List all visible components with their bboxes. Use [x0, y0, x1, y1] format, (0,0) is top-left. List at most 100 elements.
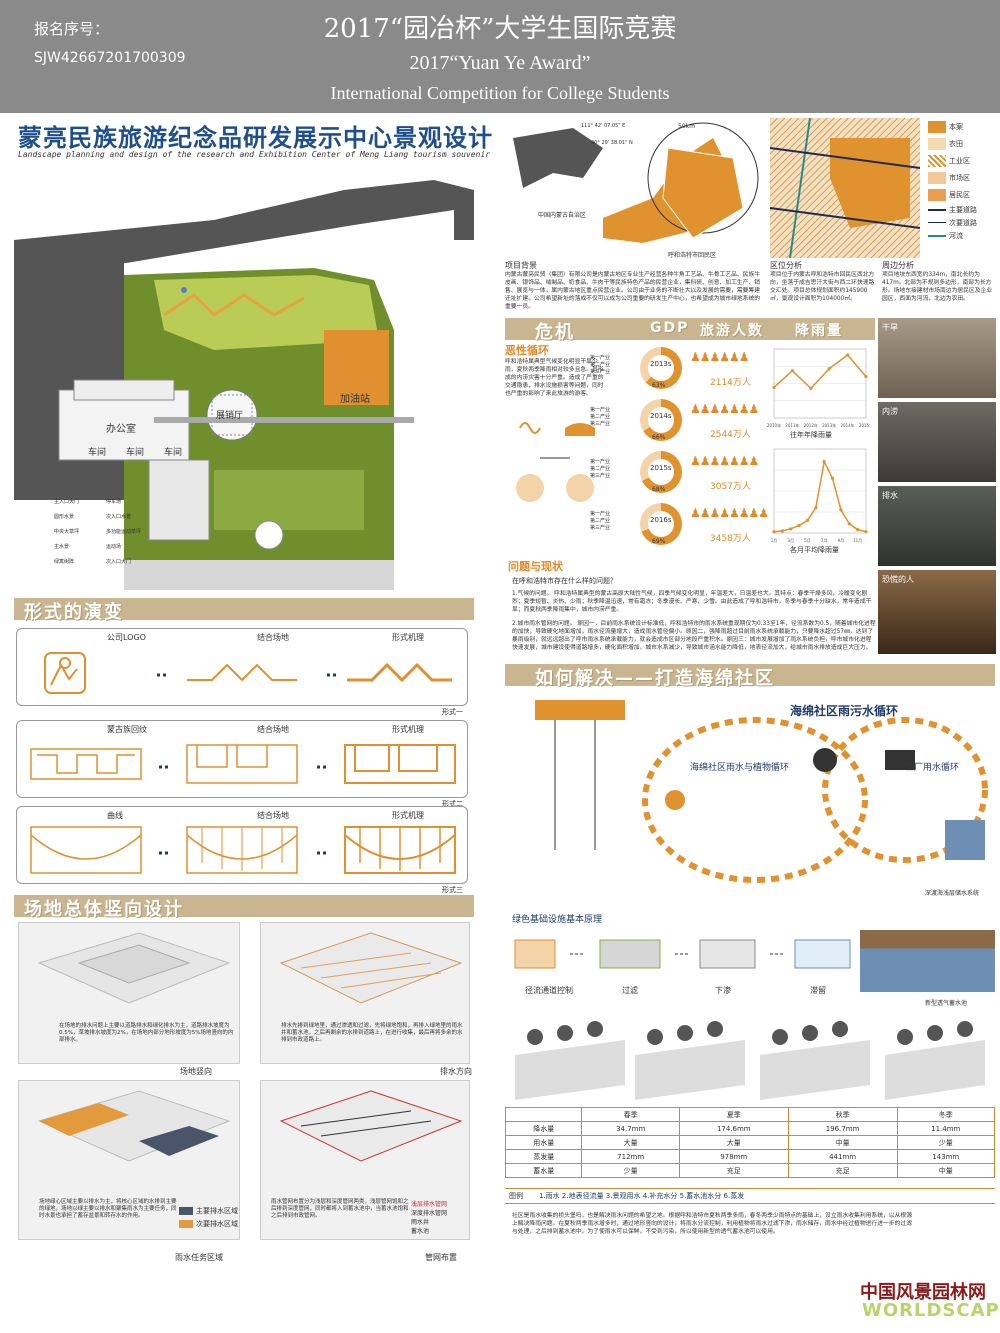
iso-legend-4: 浅层排水管网 深度排水管网 雨水井 蓄水池	[411, 1199, 447, 1235]
site-plan: 办公室 车间 车间 车间 展销厅 加油站 主入口大门 停车场 圆形水景 次入口水…	[14, 180, 474, 590]
people-icons: ♟♟♟♟♟♟♟	[690, 454, 759, 468]
people-icons: ♟♟♟♟♟♟♟	[690, 402, 759, 416]
legend-label: 工业区	[949, 156, 970, 165]
iso-view-2: 排水先排到绿地里，通过渗透和过滤，先将绿地饱和，再排入绿地里的雨水井和蓄水池，之…	[260, 922, 470, 1064]
problems-p1: 1.气候的问题。 呼和浩特属典型的蒙古高原大陆性气候，四季气候变化明显，年温差大…	[512, 591, 872, 613]
side-photos: 干旱 内涝 排水 恐慌的人	[878, 318, 996, 654]
iso-svg-4	[279, 1090, 463, 1162]
table-cell: 少量	[896, 1135, 995, 1150]
data-point	[856, 528, 860, 532]
map-scale: 50km	[678, 123, 695, 130]
reg-label: 报名序号：	[34, 20, 110, 38]
legend-item: 中央大草坪	[54, 529, 80, 535]
legend-swatch	[928, 208, 946, 211]
table-cell: 978mm	[678, 1149, 789, 1164]
x-tick-label: 1月	[771, 538, 778, 543]
conclusion-text: 社区是雨水收集的桥头堡吗，也是解决雨水问题的希望之地。根据呼和浩特市夏秋两季多雨…	[512, 1213, 912, 1235]
data-point	[790, 369, 794, 373]
rain-year-title: 往年年降雨量	[790, 431, 832, 439]
tour-label: 旅游人数	[700, 323, 764, 339]
table-cell: 大量	[678, 1135, 789, 1150]
competition-subtitle-en: International Competition for College St…	[330, 83, 670, 103]
evolution-band-title: 形式的演变	[24, 602, 124, 623]
evo-label-b: 结合场地	[257, 811, 289, 820]
coord-e: 111° 42' 07.05" E	[581, 123, 626, 129]
evolution-band: 形式的演变	[14, 598, 474, 623]
legend-label: 深度排水管网	[411, 1210, 448, 1217]
plan-legend: 主入口大门 停车场 圆形水景 次入口水景 中央大草坪 多功能运动草坪 主水景 运…	[54, 498, 154, 565]
legend-label: 蓄水池	[411, 1228, 430, 1235]
legend-label: 第三产业	[590, 473, 611, 479]
gdp-pct: 66%	[652, 434, 666, 441]
legend-row: 农田	[928, 135, 998, 152]
table-row: 用水量 大量 大量 中量 少量	[504, 1135, 995, 1150]
evo-shapes-1	[44, 652, 452, 694]
evo-label-a: 公司LOGO	[107, 633, 146, 642]
data-point	[847, 522, 851, 526]
problems-question: 在呼和浩特市存在什么样的问题？	[512, 577, 617, 585]
evo-label-a: 曲线	[107, 811, 123, 820]
table-row: 春季 夏季 秋季 冬季	[504, 1107, 995, 1122]
legend-row: 河流	[928, 229, 998, 242]
x-tick-label: 7月	[821, 538, 828, 543]
evo-shapes-2	[30, 744, 456, 784]
table-cell: 174.6mm	[678, 1121, 789, 1136]
legend-row: 居民区	[928, 186, 998, 203]
table-header: 春季	[581, 1107, 680, 1122]
principle-label: 下渗	[715, 986, 731, 995]
photo-label: 恐慌的人	[882, 575, 914, 584]
photo-drain: 排水	[878, 486, 996, 566]
gdp-row: 第一产业 第二产业 第三产业 2014s 66% ♟♟♟♟♟♟♟ 2544万人	[590, 397, 765, 445]
gdp-pct: 69%	[652, 538, 666, 545]
table-cell: 中量	[896, 1163, 995, 1178]
cycle-icons	[510, 418, 605, 528]
x-tick-label: 11月	[853, 538, 862, 543]
label-gas-station: 加油站	[340, 394, 370, 405]
legend-item: 主入口大门	[54, 499, 80, 505]
donut-hole	[648, 407, 674, 433]
photo-label: 排水	[882, 491, 898, 500]
iso-svg-3	[37, 1090, 231, 1162]
rain-year-chart: 2010年2011年2012年2013年2014年2015年 往年年降雨量	[760, 345, 873, 440]
legend-label: 市场区	[949, 173, 970, 182]
x-tick-label: 2011年	[785, 422, 799, 428]
season-legend: 图例 1.雨水 2.地表径流量 3.景观用水 4.补充水分 5.蓄水池水分 6.…	[505, 1188, 995, 1204]
donut-hole	[648, 355, 674, 381]
problems-p2: 2.城市雨水管网的问题。 原因一，目前雨水系统设计标准低，呼和浩特市的雨水系统重…	[512, 621, 876, 651]
evolution-row-3: 曲线 结合场地 形式机理 形式三	[16, 806, 468, 894]
x-tick-label: 2014年	[841, 422, 855, 428]
competition-title-en: 2017“Yuan Ye Award”	[409, 52, 591, 74]
site-plan-svg	[14, 180, 474, 590]
location-heading: 区位分析	[770, 261, 802, 270]
gdp-year: 2016s	[650, 516, 672, 524]
legend-label: 本案	[949, 122, 963, 131]
gdp-year: 2015s	[650, 464, 672, 472]
donut-hole	[648, 511, 674, 537]
iso-view-3: 场地绿心区域主要以排水为主，将核心区域的水排到主要的绿地，场地以绿主要以排水和聚…	[18, 1080, 240, 1240]
legend-label: 第三产业	[590, 421, 611, 427]
project-subtitle: Landscape planning and design of the res…	[18, 150, 491, 159]
legend-label: 雨水井	[411, 1219, 430, 1226]
legend-label: 河流	[949, 231, 963, 240]
gdp-row: 第一产业 第二产业 第三产业 2015s 68% ♟♟♟♟♟♟♟ 3057万人	[590, 449, 765, 497]
legend-label: 第二产业	[590, 414, 611, 420]
photo-label: 内涝	[882, 407, 898, 416]
legend-swatch	[928, 234, 946, 237]
series-line	[773, 353, 867, 390]
gdp-label: GDP	[650, 320, 690, 336]
data-point	[846, 353, 850, 357]
factory-cycle: 工厂用水循环	[905, 763, 960, 773]
data-point	[822, 460, 826, 464]
people-icons: ♟♟♟♟♟♟	[690, 350, 750, 364]
surround-heading: 周边分析	[882, 261, 914, 270]
zone-legend: 本案 农田 工业区 市场区 居民区 主要道路 次要道路 河流	[928, 118, 998, 242]
map-city: 呼和浩特市回民区	[668, 252, 717, 259]
data-point	[864, 530, 868, 534]
legend-label: 第一产业	[590, 459, 611, 465]
table-cell: 降水量	[504, 1121, 583, 1136]
table-cell: 441mm	[787, 1149, 898, 1164]
table-header: 秋季	[787, 1107, 898, 1122]
watermark-cn: 中国风景园林网	[860, 1282, 986, 1303]
table-cell: 34.7mm	[581, 1121, 680, 1136]
